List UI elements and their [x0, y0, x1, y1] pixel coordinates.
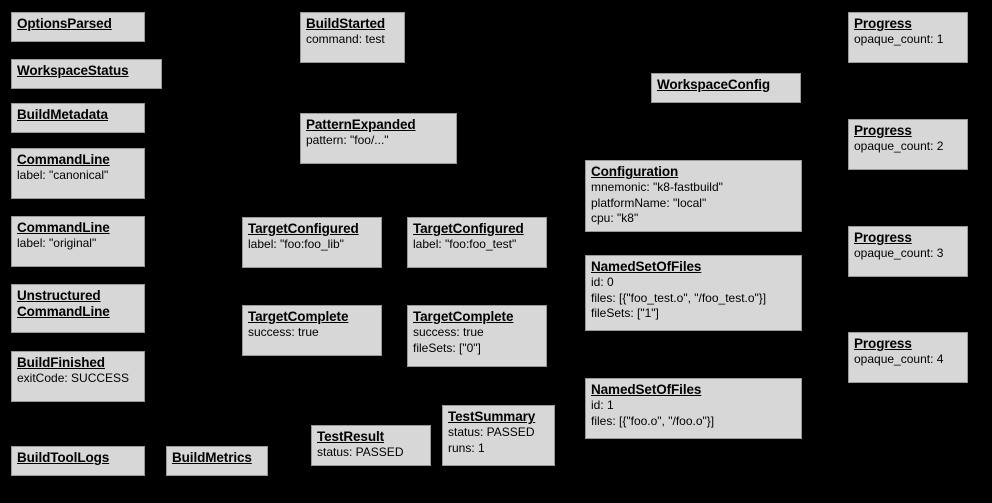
node-field: status: PASSED: [317, 445, 404, 460]
node-title: Configuration: [591, 164, 679, 179]
node-title: Unstructured CommandLine: [17, 288, 110, 320]
node-title: NamedSetOfFiles: [591, 259, 702, 274]
node-title: BuildToolLogs: [17, 450, 110, 465]
node-field: command: test: [306, 32, 385, 47]
node-title: TargetConfigured: [248, 221, 359, 236]
node-fields: opaque_count: 2: [854, 139, 962, 154]
node-fields: command: test: [306, 32, 399, 47]
node-title: BuildMetadata: [17, 107, 108, 122]
node-fields: label: "foo:foo_lib": [248, 237, 376, 252]
node-options-parsed[interactable]: OptionsParsed: [11, 12, 145, 42]
node-field: opaque_count: 1: [854, 32, 944, 47]
node-title: TestResult: [317, 429, 385, 444]
node-title: WorkspaceStatus: [17, 63, 129, 78]
node-title: Progress: [854, 16, 912, 31]
node-fields: pattern: "foo/...": [306, 133, 451, 148]
node-title: WorkspaceConfig: [657, 77, 771, 92]
node-field: success: true: [248, 325, 319, 340]
node-field: exitCode: SUCCESS: [17, 371, 130, 386]
node-field: cpu: "k8": [591, 210, 639, 225]
node-field: platformName: "local": [591, 195, 707, 210]
node-field: fileSets: ["0"]: [413, 340, 481, 355]
node-workspace-status[interactable]: WorkspaceStatus: [11, 59, 162, 89]
node-field: label: "original": [17, 236, 97, 251]
node-fields: exitCode: SUCCESS: [17, 371, 139, 386]
node-title: CommandLine: [17, 220, 110, 235]
node-fields: mnemonic: "k8-fastbuild"platformName: "l…: [591, 180, 796, 226]
node-field: files: [{"foo.o", "/foo.o"}]: [591, 413, 715, 428]
node-field: id: 1: [591, 398, 614, 413]
node-title: Progress: [854, 336, 912, 351]
node-fields: opaque_count: 1: [854, 32, 962, 47]
node-build-metadata[interactable]: BuildMetadata: [11, 103, 145, 133]
node-field: fileSets: ["1"]: [591, 305, 659, 320]
node-field: status: PASSED: [448, 425, 535, 440]
node-title: PatternExpanded: [306, 117, 416, 132]
node-fields: success: true: [248, 325, 376, 340]
node-workspace-config[interactable]: WorkspaceConfig: [651, 73, 801, 103]
node-title: BuildMetrics: [172, 450, 252, 465]
node-field: label: "canonical": [17, 168, 109, 183]
node-field: runs: 1: [448, 440, 485, 455]
node-field: files: [{"foo_test.o", "/foo_test.o"}]: [591, 290, 767, 305]
node-title: OptionsParsed: [17, 16, 112, 31]
node-title: TargetConfigured: [413, 221, 524, 236]
node-fields: opaque_count: 4: [854, 352, 962, 367]
node-title: Progress: [854, 123, 912, 138]
node-field: label: "foo:foo_lib": [248, 237, 344, 252]
node-fields: label: "original": [17, 236, 139, 251]
node-field: opaque_count: 2: [854, 139, 944, 154]
node-field: id: 0: [591, 275, 614, 290]
node-fields: label: "canonical": [17, 168, 139, 183]
node-fields: label: "foo:foo_test": [413, 237, 541, 252]
node-field: pattern: "foo/...": [306, 133, 389, 148]
node-field: label: "foo:foo_test": [413, 237, 517, 252]
node-field: success: true: [413, 325, 484, 340]
node-title: TestSummary: [448, 409, 536, 424]
node-field: mnemonic: "k8-fastbuild": [591, 180, 723, 195]
node-fields: status: PASSED: [317, 445, 425, 460]
node-title: TargetComplete: [248, 309, 349, 324]
node-title: TargetComplete: [413, 309, 514, 324]
node-title: NamedSetOfFiles: [591, 382, 702, 397]
node-title: BuildFinished: [17, 355, 105, 370]
node-title: BuildStarted: [306, 16, 386, 31]
node-field: opaque_count: 4: [854, 352, 944, 367]
node-build-metrics[interactable]: BuildMetrics: [166, 446, 268, 476]
node-field: opaque_count: 3: [854, 246, 944, 261]
node-unstructured-command-line[interactable]: Unstructured CommandLine: [11, 284, 145, 333]
node-build-tool-logs[interactable]: BuildToolLogs: [11, 446, 145, 476]
node-title: Progress: [854, 230, 912, 245]
node-fields: opaque_count: 3: [854, 246, 962, 261]
node-title: CommandLine: [17, 152, 110, 167]
